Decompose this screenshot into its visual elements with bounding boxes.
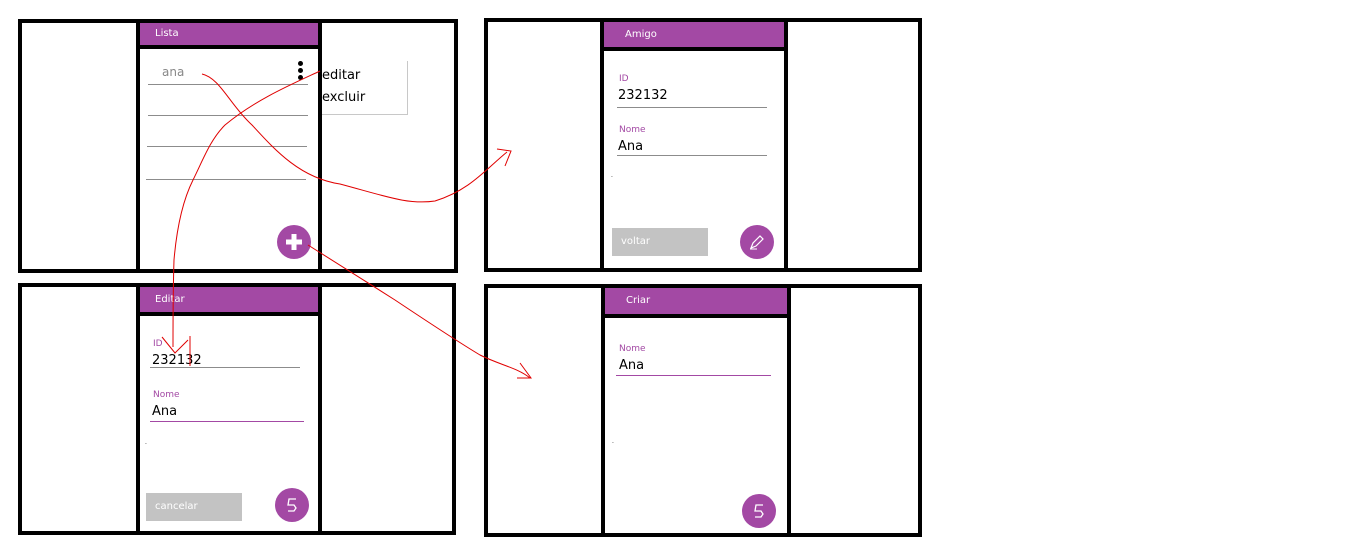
editar-screen-frame: Editar ID 232132 Nome Ana . cancelar — [18, 283, 456, 535]
left-divider — [136, 287, 140, 531]
arrowhead — [161, 336, 191, 366]
id-input[interactable]: 232132 — [152, 353, 202, 368]
left-divider — [601, 288, 605, 533]
pencil-icon — [749, 235, 764, 250]
list-row-divider — [146, 179, 306, 180]
criar-title: Criar — [626, 295, 651, 306]
back-button[interactable]: voltar — [612, 228, 708, 256]
amigo-header: Amigo — [604, 22, 784, 51]
arrow-editar-to-editscreen — [172, 70, 321, 348]
save-button[interactable] — [275, 488, 309, 522]
left-divider — [600, 22, 604, 268]
edit-button[interactable] — [740, 225, 774, 259]
criar-header: Criar — [605, 288, 787, 318]
plus-icon — [286, 234, 302, 250]
cancel-button-label: cancelar — [155, 501, 198, 512]
cancel-button[interactable]: cancelar — [146, 493, 242, 521]
back-button-label: voltar — [621, 236, 650, 247]
right-divider — [787, 288, 791, 533]
name-input[interactable]: Ana — [152, 404, 178, 419]
amigo-title: Amigo — [625, 29, 657, 40]
editar-title: Editar — [155, 294, 185, 305]
arrowhead — [496, 148, 512, 167]
id-label: ID — [153, 339, 163, 349]
right-divider — [784, 22, 788, 268]
left-divider — [136, 23, 140, 269]
name-label: Nome — [619, 344, 646, 354]
stray-dot: . — [611, 172, 613, 179]
editar-header: Editar — [140, 287, 318, 316]
save-icon — [754, 504, 764, 518]
menu-item-edit[interactable]: editar — [322, 68, 361, 83]
field-underline-active — [616, 375, 771, 376]
list-row-divider — [147, 146, 307, 147]
field-underline-active — [150, 421, 304, 422]
save-icon — [287, 498, 297, 512]
name-value: Ana — [618, 139, 644, 154]
name-label: Nome — [619, 125, 646, 135]
criar-screen-frame: Criar Nome Ana . — [484, 284, 922, 537]
overflow-menu-icon[interactable] — [298, 61, 304, 83]
arrow-item-to-amigo — [201, 73, 508, 203]
stray-dot: . — [612, 438, 614, 445]
stray-dot: . — [145, 439, 147, 446]
name-input[interactable]: Ana — [619, 358, 645, 373]
field-underline — [617, 107, 767, 108]
list-row-divider — [148, 84, 308, 85]
right-divider — [318, 287, 322, 531]
right-divider — [318, 23, 322, 269]
list-item[interactable]: ana — [162, 65, 185, 79]
list-row-divider — [148, 115, 308, 116]
name-label: Nome — [153, 390, 180, 400]
save-button[interactable] — [742, 494, 776, 528]
arrowhead — [517, 362, 532, 379]
lista-screen-frame: Lista ana editar excluir — [18, 19, 458, 273]
id-value: 232132 — [618, 88, 668, 103]
lista-header: Lista — [140, 23, 318, 49]
field-underline — [150, 367, 300, 368]
menu-item-delete[interactable]: excluir — [322, 90, 366, 105]
arrow-add-to-criar — [307, 244, 531, 379]
field-underline — [617, 155, 767, 156]
add-button[interactable] — [277, 225, 311, 259]
amigo-screen-frame: Amigo ID 232132 Nome Ana . voltar — [484, 18, 922, 272]
lista-title: Lista — [155, 28, 179, 39]
context-menu: editar excluir — [322, 61, 408, 115]
id-label: ID — [619, 74, 629, 84]
